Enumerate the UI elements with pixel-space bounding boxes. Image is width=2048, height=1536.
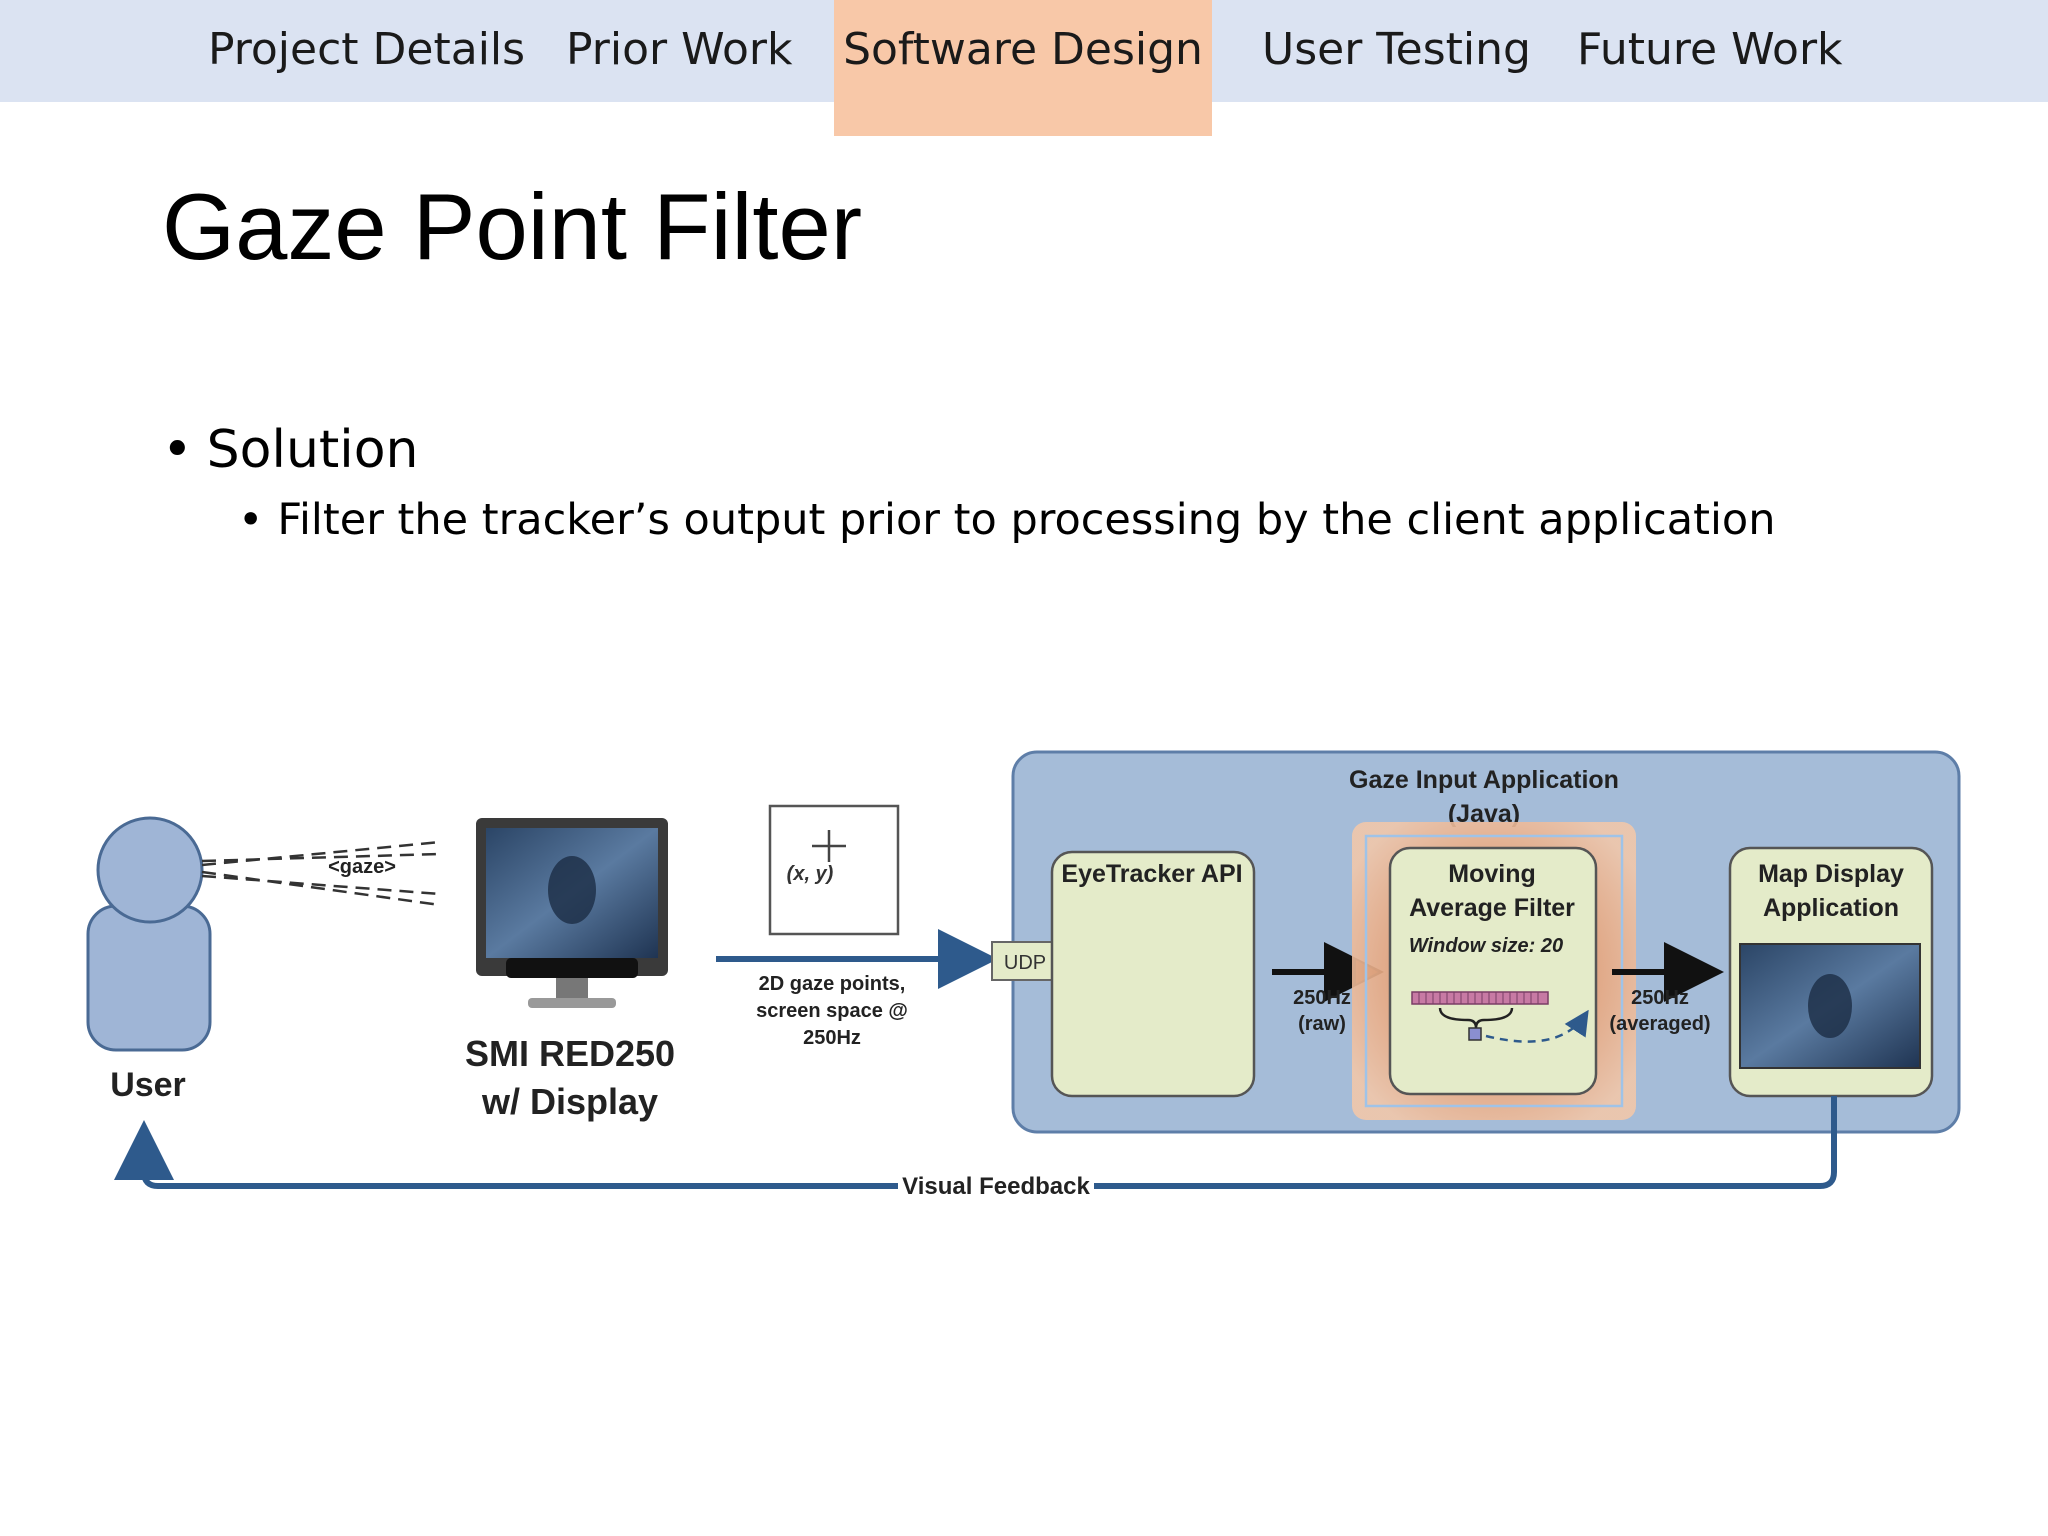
map-label-line1: Map Display [1758, 860, 1904, 888]
udp-label: UDP [1004, 952, 1046, 974]
window-size-label: Window size: 20 [1409, 935, 1563, 957]
user-label: User [110, 1066, 186, 1104]
feedback-label: Visual Feedback [902, 1173, 1090, 1200]
bullet-solution-text: Solution [206, 420, 419, 480]
user-figure: User [86, 816, 212, 1104]
map-screen-thumbnail [1739, 943, 1921, 1069]
point-label: (x, y) [787, 863, 834, 885]
sub-bullet-filter: • Filter the tracker’s output prior to pr… [238, 492, 1775, 548]
system-diagram: User <gaze> SMI RED250 w/ Display (x, y)… [86, 750, 1961, 1202]
raw-rate-line1: 250Hz [1293, 987, 1351, 1009]
avg-rate-line1: 250Hz [1631, 987, 1689, 1009]
avg-rate-line2: (averaged) [1609, 1013, 1710, 1035]
moving-average-filter-module [1388, 846, 1598, 1096]
tab-project-details[interactable]: Project Details [208, 24, 526, 75]
gaze-point-box [768, 804, 900, 936]
tab-user-testing[interactable]: User Testing [1262, 24, 1531, 75]
bullet-dot: • [238, 495, 264, 545]
app-title-line1: Gaze Input Application [1349, 766, 1619, 794]
stream-label-line2: screen space @ [756, 1000, 908, 1022]
device-label-line2: w/ Display [481, 1081, 658, 1122]
eyetracker-label: EyeTracker API [1061, 860, 1242, 888]
user-head [96, 816, 204, 924]
stream-label-line3: 250Hz [803, 1027, 861, 1049]
page-title: Gaze Point Filter [162, 174, 863, 279]
tab-software-design[interactable]: Software Design [834, 0, 1212, 136]
stream-label-line1: 2D gaze points, [759, 973, 906, 995]
gaze-lines [201, 840, 441, 907]
tab-prior-work[interactable]: Prior Work [566, 24, 793, 75]
sub-bullet-filter-text: Filter the tracker’s output prior to pro… [277, 495, 1776, 545]
device-label-line1: SMI RED250 [465, 1033, 675, 1074]
map-label-line2: Application [1763, 894, 1899, 922]
raw-rate-line2: (raw) [1298, 1013, 1346, 1035]
bullet-dot: • [162, 420, 193, 480]
monitor-icon [476, 818, 668, 1008]
tab-future-work[interactable]: Future Work [1577, 24, 1843, 75]
bullet-solution: •Solution [162, 418, 419, 482]
gaze-label: <gaze> [328, 856, 396, 878]
top-navigation-bar: Project Details Prior Work Software Desi… [0, 0, 2048, 136]
filter-label-line1: Moving [1448, 860, 1536, 888]
eyetracker-api-module [1050, 850, 1256, 1098]
user-body [86, 904, 212, 1052]
sample-buffer [1411, 991, 1589, 1043]
filter-label-line2: Average Filter [1409, 894, 1575, 922]
